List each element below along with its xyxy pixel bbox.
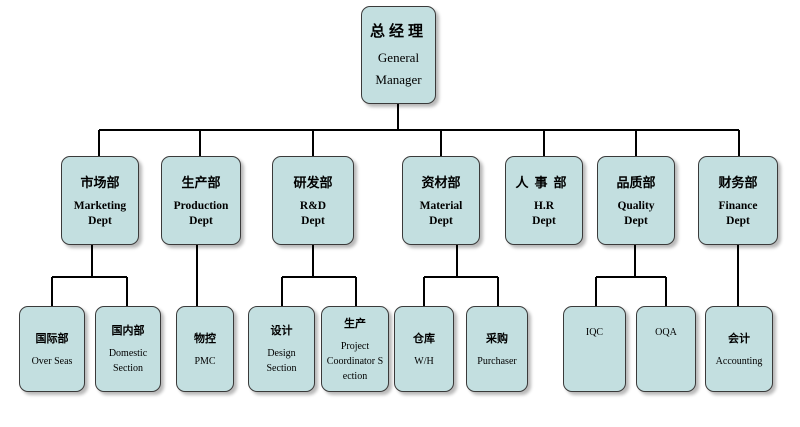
dept-hr-box: 人事部 H.R Dept xyxy=(505,156,583,245)
gm-en-line1: General xyxy=(377,49,420,65)
dept-zh-label: 资材部 xyxy=(421,176,461,191)
section-zh-label: 生产 xyxy=(344,316,366,330)
section-zh-label: 国际部 xyxy=(35,331,69,345)
section-zh-label: 会计 xyxy=(728,331,750,345)
gm-en-line2: Manager xyxy=(375,71,422,87)
dept-finance-box: 财务部 Finance Dept xyxy=(698,156,778,245)
section-iqc-box: IQC xyxy=(563,306,626,392)
dept-en-line1: R&D xyxy=(299,200,327,212)
dept-en-line1: Production xyxy=(173,200,229,212)
section-design-box: 设计 Design Section xyxy=(248,306,315,392)
section-domestic-box: 国内部 Domestic Section xyxy=(95,306,161,392)
section-zh-label: 国内部 xyxy=(111,324,145,337)
dept-en-line1: H.R xyxy=(533,200,555,212)
section-en-line1: Project xyxy=(340,340,370,352)
dept-zh-label: 人事部 xyxy=(515,176,573,191)
dept-zh-label: 生产部 xyxy=(181,176,221,191)
section-accounting-box: 会计 Accounting xyxy=(705,306,773,392)
section-zh-label: 仓库 xyxy=(413,331,435,345)
dept-en-line1: Marketing xyxy=(73,200,127,212)
dept-en-line1: Quality xyxy=(617,200,655,212)
dept-production-box: 生产部 Production Dept xyxy=(161,156,241,245)
section-en-line1: PMC xyxy=(194,355,216,367)
section-en-line2: Section xyxy=(113,363,143,374)
section-zh-label: 设计 xyxy=(270,324,293,337)
section-en-line1: Domestic xyxy=(108,348,148,359)
dept-zh-label: 品质部 xyxy=(616,176,656,191)
section-overseas-box: 国际部 Over Seas xyxy=(19,306,85,392)
dept-en-line2: Dept xyxy=(532,215,556,227)
section-en-line1: W/H xyxy=(414,355,434,367)
gm-zh-label: 总经理 xyxy=(369,21,427,40)
section-warehouse-box: 仓库 W/H xyxy=(394,306,454,392)
dept-en-line1: Material xyxy=(419,200,463,212)
section-zh-label: 物控 xyxy=(194,331,216,345)
section-en-line1: Design xyxy=(267,348,296,359)
dept-en-line1: Finance xyxy=(718,200,758,212)
dept-en-line2: Dept xyxy=(624,215,648,227)
dept-en-line2: Dept xyxy=(726,215,750,227)
dept-material-box: 资材部 Material Dept xyxy=(402,156,480,245)
dept-en-line2: Dept xyxy=(301,215,325,227)
dept-quality-box: 品质部 Quality Dept xyxy=(597,156,675,245)
dept-en-line2: Dept xyxy=(189,215,213,227)
section-en-line1: Over Seas xyxy=(31,355,73,367)
dept-zh-label: 市场部 xyxy=(80,176,120,191)
dept-en-line2: Dept xyxy=(429,215,453,227)
section-purchaser-box: 采购 Purchaser xyxy=(466,306,528,392)
dept-en-line2: Dept xyxy=(88,215,112,227)
section-en-line2: Coordinator Section xyxy=(326,355,384,382)
dept-zh-label: 财务部 xyxy=(718,176,758,191)
section-en-line1: Accounting xyxy=(715,355,763,367)
dept-zh-label: 研发部 xyxy=(293,176,333,191)
section-oqa-box: OQA xyxy=(636,306,696,392)
section-en-line2: Section xyxy=(266,363,297,374)
section-pmc-box: 物控 PMC xyxy=(176,306,234,392)
section-en-line1: OQA xyxy=(655,327,677,338)
section-en-line1: Purchaser xyxy=(477,355,517,367)
section-en-line1: IQC xyxy=(585,327,604,338)
dept-marketing-box: 市场部 Marketing Dept xyxy=(61,156,139,245)
section-project-coordinator-box: 生产 Project Coordinator Section xyxy=(321,306,389,392)
dept-rd-box: 研发部 R&D Dept xyxy=(272,156,354,245)
section-zh-label: 采购 xyxy=(486,331,508,345)
general-manager-box: 总经理 General Manager xyxy=(361,6,436,104)
